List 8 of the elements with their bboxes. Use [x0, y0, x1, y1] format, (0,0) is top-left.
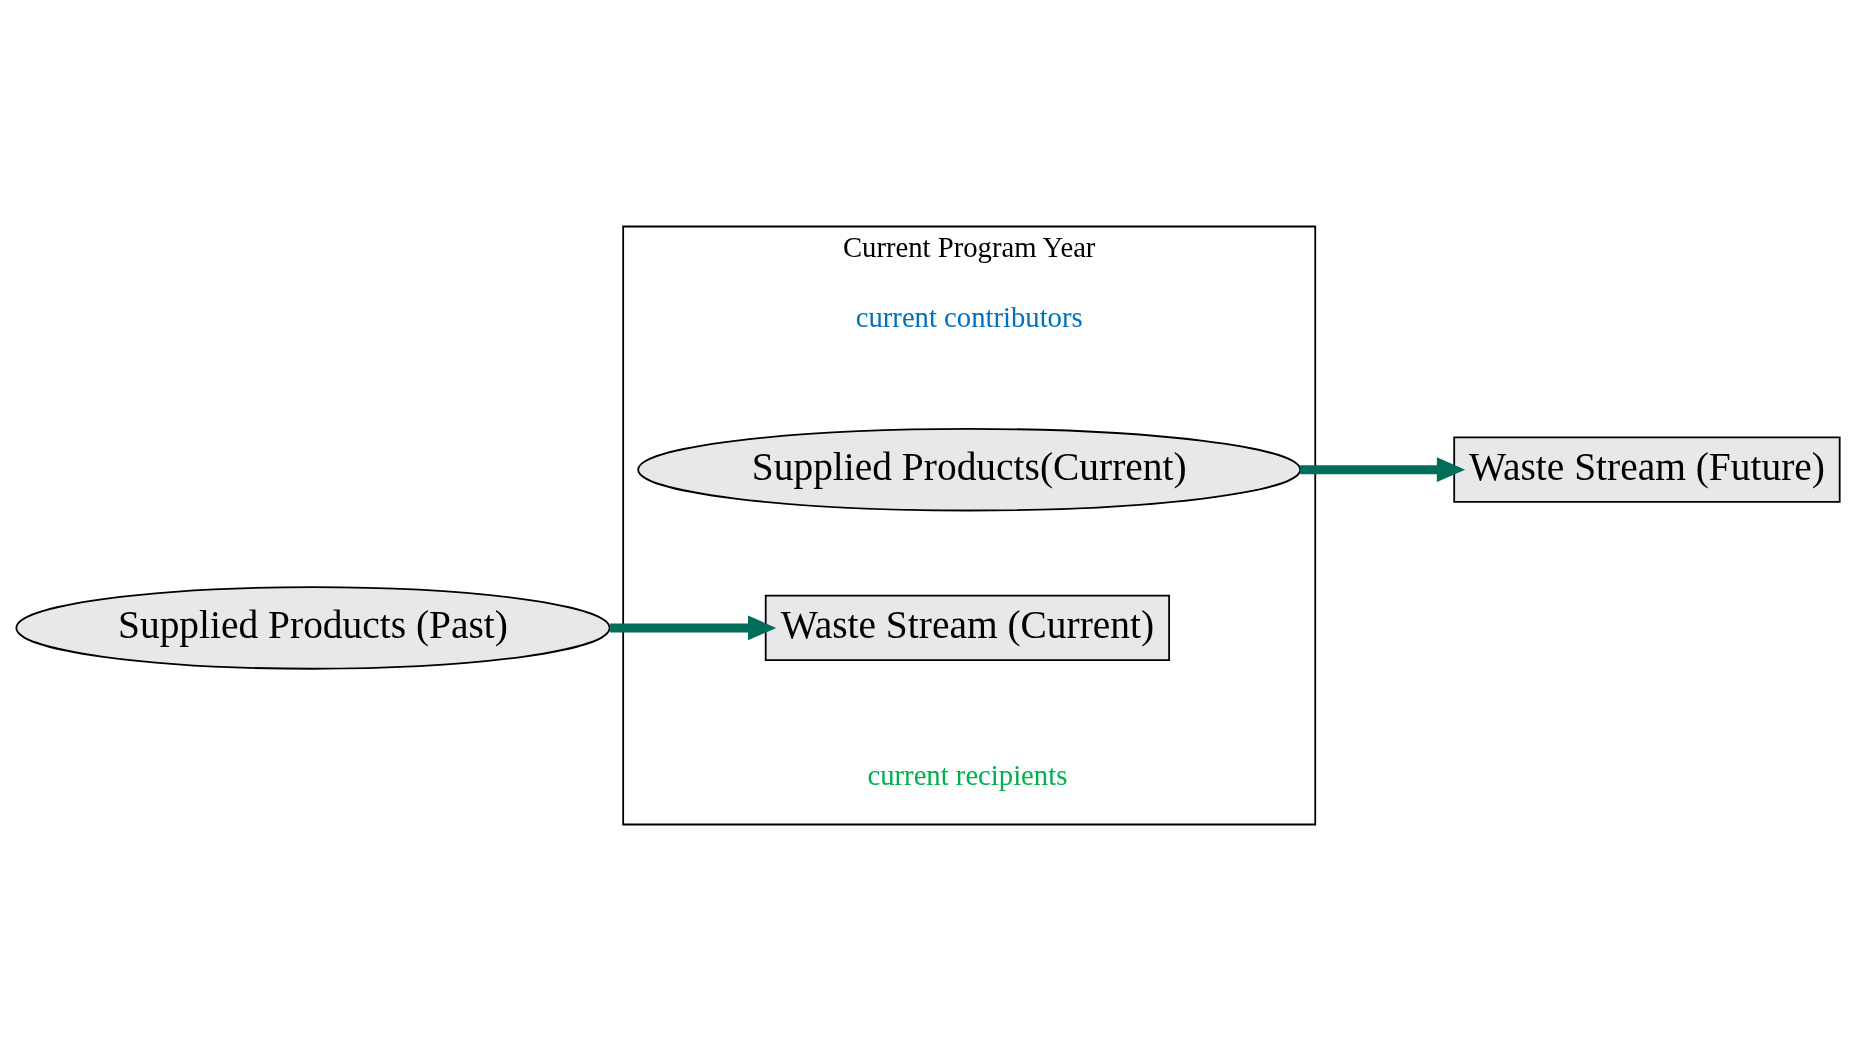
- arrow: [1300, 457, 1466, 483]
- node-label: current recipients: [867, 758, 1068, 791]
- node-box: Waste Stream (Current): [764, 594, 1170, 662]
- node-ellipse: Supplied Products(Current): [637, 428, 1302, 512]
- node-ellipse: Supplied Products (Past): [15, 586, 611, 670]
- node-box: Waste Stream (Future): [1453, 436, 1841, 503]
- node-label: current contributors: [855, 300, 1083, 333]
- arrow: [610, 615, 777, 641]
